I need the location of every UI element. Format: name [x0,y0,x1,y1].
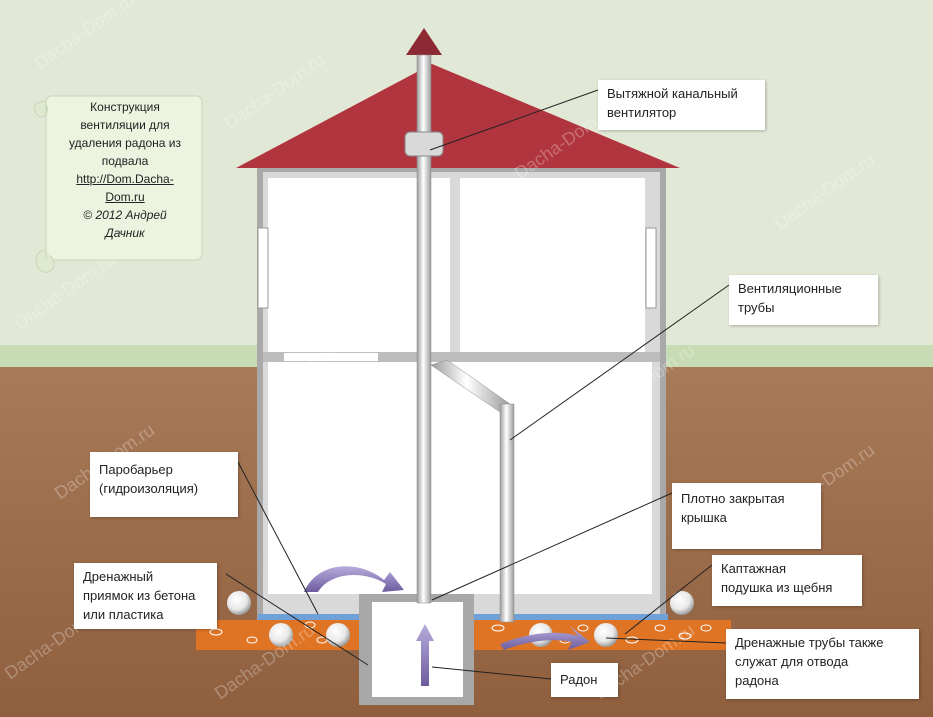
label-line: трубы [738,300,775,315]
site-link[interactable]: http://Dom.Dacha- [76,172,174,186]
leader-line-fan [429,89,599,151]
drain-pipe [594,623,618,647]
label-drain-pipes: Дренажные трубы также служат для отвода … [726,629,919,699]
label-line: Дренажные трубы также [735,635,884,650]
secondary-pipe [499,403,515,623]
copyright: Дачник [105,226,145,240]
label-line: Вентиляционные [738,281,842,296]
label-sump: Дренажный приямок из бетона или пластика [74,563,217,629]
leader-line-vapor-barrier [237,461,319,615]
gravel-pebbles [209,621,712,644]
label-line: служат для отвода [735,654,849,669]
label-line: Плотно закрытая [681,491,785,506]
drain-pipe [269,623,293,647]
drain-pipe [326,623,350,647]
label-lid: Плотно закрытая крышка [672,483,821,549]
main-vent-pipe [416,54,432,604]
label-line: подушка из щебня [721,580,833,595]
site-link[interactable]: Dom.ru [105,190,145,204]
up-arrow-icon [416,624,434,686]
leader-line-drain-pipes [605,637,727,644]
label-line: (гидроизоляция) [99,481,199,496]
basement-room [268,362,652,594]
label-pipes: Вентиляционные трубы [729,275,878,325]
window-right [645,227,657,309]
down-arrow-curve-icon [500,626,590,650]
label-gravel: Каптажная подушка из щебня [712,555,862,606]
scroll-line: вентиляции для [80,118,170,132]
leader-line-radon [431,666,552,680]
drain-pipe [227,591,251,615]
roof-cap-icon [406,28,442,55]
drain-pipe [670,591,694,615]
label-line: приямок из бетона [83,588,196,603]
label-vapor-barrier: Паробарьер (гидроизоляция) [90,452,238,517]
copyright: © 2012 Андрей [83,208,167,222]
leader-lines [225,89,730,680]
scroll-note: Конструкция вентиляции для удаления радо… [50,98,200,242]
label-line: Дренажный [83,569,154,584]
label-line: Вытяжной канальный [607,86,738,101]
leader-line-lid [431,492,673,601]
label-line: Паробарьер [99,462,173,477]
floor-slab [263,352,660,362]
label-radon: Радон [551,663,618,697]
roof [236,64,680,168]
leader-line-sump [225,573,369,666]
scroll-line: удаления радона из [69,136,181,150]
leader-line-pipes [509,284,730,441]
room-top-right [460,178,645,352]
floor-opening [284,353,378,361]
down-arrow-curve-icon [304,566,404,592]
fan [404,131,444,157]
label-line: крышка [681,510,727,525]
label-fan: Вытяжной канальный вентилятор [598,80,765,130]
scroll-line: подвала [101,154,149,168]
sump-pit-inner [372,602,463,697]
label-line: или пластика [83,607,164,622]
label-line: радона [735,673,779,688]
label-line: Каптажная [721,561,787,576]
scroll-note-shape [33,95,203,273]
label-line: вентилятор [607,105,677,120]
label-line: Радон [560,672,598,687]
window-left [257,227,269,309]
scroll-line: Конструкция [90,100,160,114]
leader-line-gravel [624,564,713,635]
